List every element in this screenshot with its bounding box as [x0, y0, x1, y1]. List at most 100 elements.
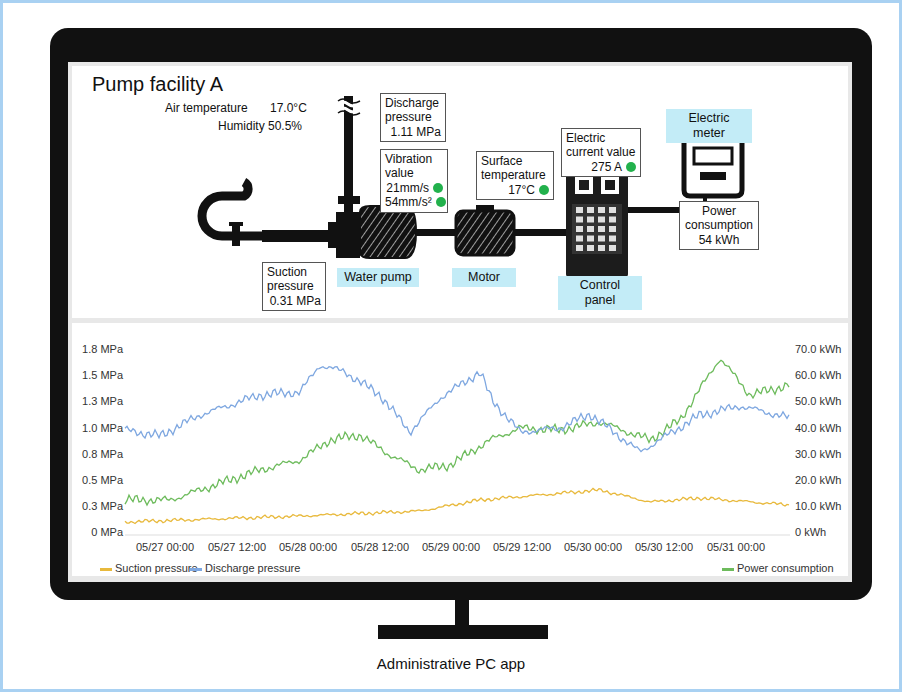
- meter-cable: [628, 207, 684, 213]
- reading-label: Water pump: [344, 270, 412, 284]
- keypad-key: [609, 245, 616, 251]
- axis-label: 05/28 00:00: [279, 541, 337, 553]
- keypad-key: [576, 236, 583, 242]
- axis-label: 1.0 MPa: [82, 422, 123, 434]
- series-line: [125, 367, 789, 452]
- axis-label: 05/27 12:00: [208, 541, 266, 553]
- facility-panel: [72, 66, 848, 318]
- monitor-base: [378, 625, 548, 639]
- axis-label: 1.5 MPa: [82, 369, 123, 381]
- meter-dial: [700, 172, 726, 180]
- chart-panel: [72, 323, 848, 576]
- reading-value: 0.31 MPa: [270, 294, 321, 308]
- axis-label: 05/31 00:00: [707, 541, 765, 553]
- keypad-key: [587, 217, 594, 223]
- reading-label: Discharge pressure: [385, 96, 439, 124]
- axis-label: 50.0 kWh: [795, 395, 841, 407]
- keypad-key: [587, 207, 594, 213]
- keypad-key: [598, 207, 605, 213]
- axis-label: 20.0 kWh: [795, 474, 841, 486]
- axis-label: 0 MPa: [91, 526, 123, 538]
- axis-label: 10.0 kWh: [795, 500, 841, 512]
- power-cable: [514, 229, 566, 236]
- series-line: [125, 360, 789, 505]
- ambient-label: 17.0°C: [270, 101, 307, 115]
- reading-value-row: 21mm/s: [385, 181, 443, 195]
- status-dot: [433, 183, 443, 193]
- legend-text: Power consumption: [737, 562, 834, 574]
- reading-value: 275 A: [591, 160, 622, 174]
- axis-label: 40.0 kWh: [795, 422, 841, 434]
- axis-label: 05/28 12:00: [351, 541, 409, 553]
- axis-label: 05/30 00:00: [564, 541, 622, 553]
- pump-shaft: [416, 229, 456, 236]
- legend-swatch: [100, 568, 112, 571]
- valve: [232, 226, 240, 246]
- keypad-key: [576, 226, 583, 232]
- axis-label: 1.8 MPa: [82, 343, 123, 355]
- reading-label-row: Control panel: [564, 278, 636, 308]
- axis-label: 0.3 MPa: [82, 500, 123, 512]
- reading-label: Control panel: [580, 278, 620, 307]
- reading-box: Vibration value21mm/s54mm/s²: [380, 149, 448, 213]
- reading-label-row: Electric meter: [672, 111, 746, 141]
- keypad-key: [609, 226, 616, 232]
- part-tag: Motor: [452, 268, 516, 287]
- pump-casing: [336, 212, 360, 258]
- reading-label-row: Electric current value: [566, 131, 636, 160]
- axis-label: 30.0 kWh: [795, 448, 841, 460]
- reading-value: 54 kWh: [699, 233, 740, 247]
- reading-label: Motor: [468, 270, 500, 284]
- ambient-label: 50.5%: [268, 119, 302, 133]
- cabinet-window: [601, 176, 619, 194]
- axis-label: 0 kWh: [795, 526, 826, 538]
- legend-swatch: [190, 568, 202, 571]
- status-dot: [436, 197, 446, 207]
- monitor-screen: [68, 62, 852, 582]
- keypad: [572, 204, 622, 254]
- reading-value-row: 54mm/s²: [385, 195, 443, 209]
- control-cabinet: [566, 163, 628, 277]
- keypad-key: [609, 207, 616, 213]
- axis-label: 05/29 12:00: [493, 541, 551, 553]
- screen-title: Pump facility A: [92, 73, 223, 96]
- reading-label-row: Surface temperature: [481, 154, 549, 183]
- axis-label: 1.3 MPa: [82, 395, 123, 407]
- status-dot: [626, 162, 636, 172]
- reading-value: 17°C: [508, 183, 535, 197]
- meter-display: [694, 148, 732, 164]
- valve-handle: [229, 222, 243, 226]
- reading-label-row: Vibration value: [385, 152, 443, 181]
- keypad-key: [576, 207, 583, 213]
- chart-baseline: [125, 535, 790, 536]
- cabinet-window-inner: [605, 180, 615, 190]
- reading-box: Power consumption54 kWh: [679, 201, 759, 250]
- part-tag: Electric meter: [666, 109, 752, 143]
- keypad-key: [587, 226, 594, 232]
- pump-flange: [328, 222, 336, 248]
- reading-label: Suction pressure: [267, 265, 314, 293]
- ambient-label: Humidity: [218, 119, 265, 133]
- keypad-key: [576, 217, 583, 223]
- reading-value-row: 0.31 MPa: [267, 294, 321, 308]
- chart-series: [125, 360, 789, 523]
- cabinet-window-inner: [579, 180, 589, 190]
- axis-label: 0.8 MPa: [82, 448, 123, 460]
- pump-body: [360, 206, 416, 258]
- reading-box: Electric current value275 A: [561, 128, 641, 177]
- keypad-key: [598, 245, 605, 251]
- keypad-key: [587, 236, 594, 242]
- reading-label-row: Water pump: [343, 270, 413, 285]
- suction-pipe-section: [262, 230, 330, 242]
- reading-box: Suction pressure0.31 MPa: [262, 262, 326, 311]
- pipe-break-mark: [338, 99, 360, 115]
- axis-label: 05/27 00:00: [136, 541, 194, 553]
- reading-label: Electric meter: [689, 111, 730, 140]
- series-line: [125, 488, 789, 523]
- reading-label-row: Suction pressure: [267, 265, 321, 294]
- motor-body: [456, 211, 514, 255]
- keypad-key: [609, 236, 616, 242]
